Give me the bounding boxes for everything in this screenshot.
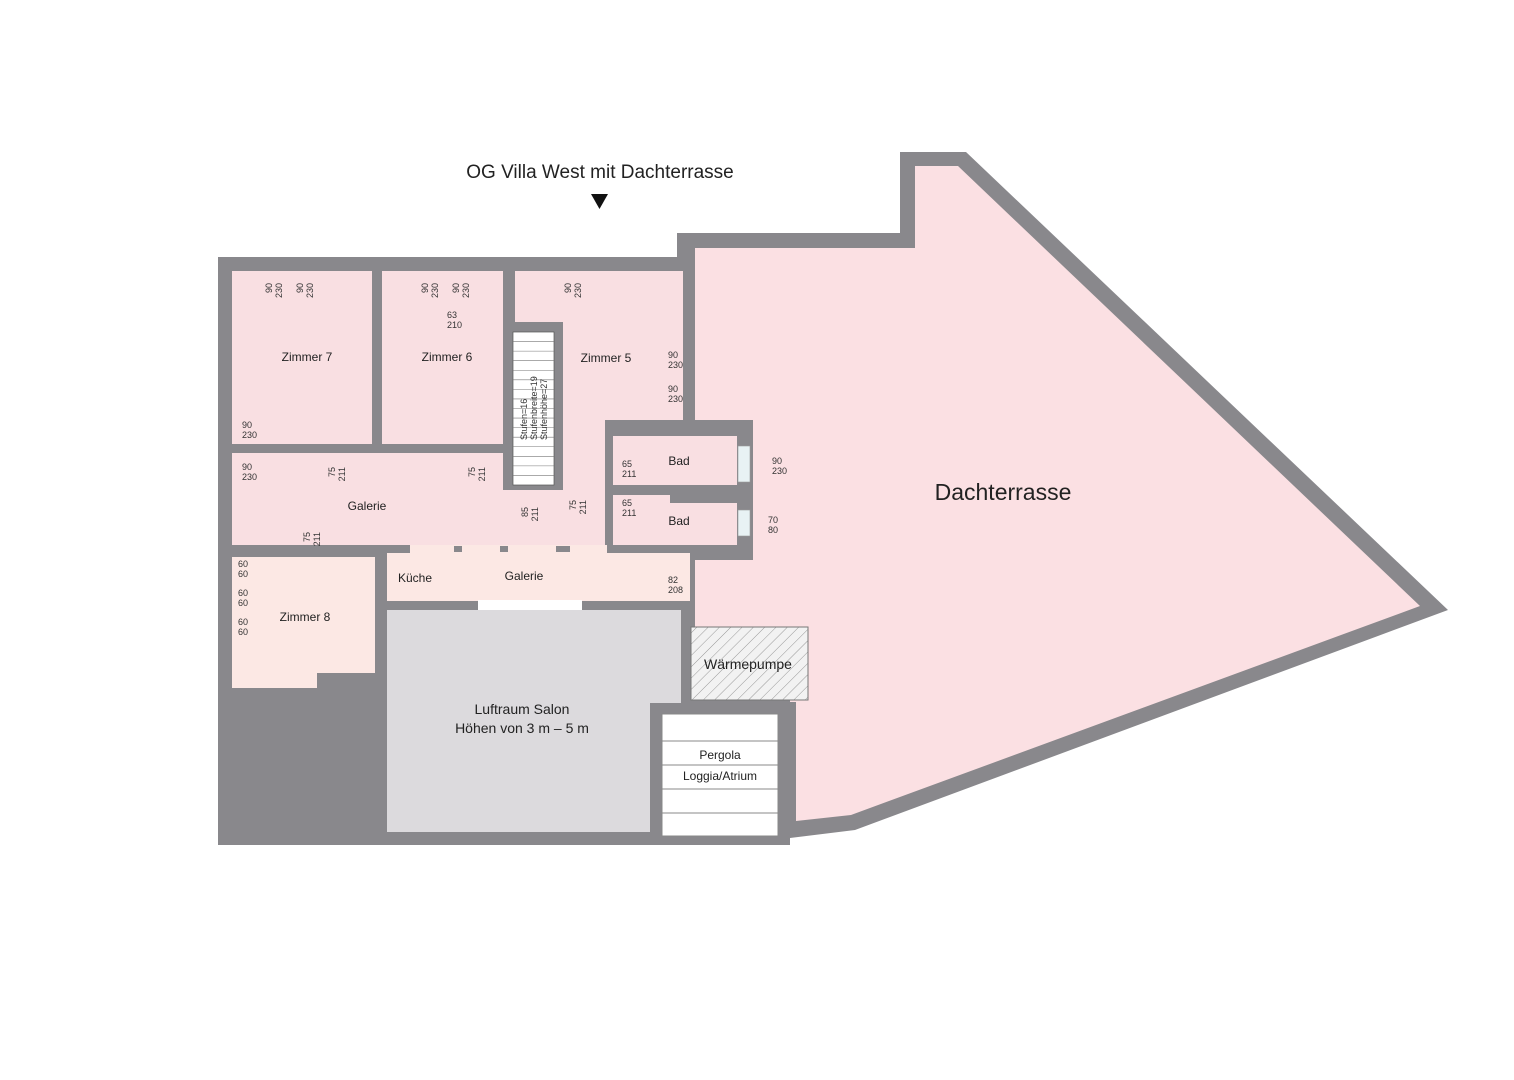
void-salon bbox=[387, 610, 681, 832]
window bbox=[737, 509, 751, 537]
galerie-opening bbox=[410, 545, 607, 555]
room-zimmer-7 bbox=[232, 271, 372, 444]
label-zimmer-7: Zimmer 7 bbox=[282, 350, 333, 364]
label-kueche: Küche bbox=[398, 571, 432, 585]
label-bad-1: Bad bbox=[668, 454, 689, 468]
opening-dimension: 85211 bbox=[520, 507, 540, 521]
label-void-2: Höhen von 3 m – 5 m bbox=[455, 720, 589, 736]
room-zimmer-5-and-galerie bbox=[232, 271, 683, 545]
label-zimmer-6: Zimmer 6 bbox=[422, 350, 473, 364]
pergola-area bbox=[661, 713, 779, 837]
plan-title: OG Villa West mit Dachterrasse bbox=[466, 162, 733, 183]
room-bad-2 bbox=[613, 495, 737, 545]
terrace-area bbox=[695, 166, 1420, 821]
opening-dimension: 75211 bbox=[302, 532, 322, 546]
opening-dimension: 90230 bbox=[264, 283, 284, 298]
label-galerie-lower: Galerie bbox=[505, 569, 544, 583]
room-bad-1 bbox=[613, 436, 737, 485]
opening-dimension: 75211 bbox=[467, 467, 487, 481]
north-arrow-icon bbox=[591, 194, 608, 209]
window bbox=[737, 445, 751, 483]
opening-dimension: 75211 bbox=[327, 467, 347, 481]
label-zimmer-8: Zimmer 8 bbox=[280, 610, 331, 624]
pergola-label: Pergola bbox=[699, 748, 741, 762]
stairs-steps: Stufen=16 bbox=[519, 399, 529, 440]
label-void-1: Luftraum Salon bbox=[475, 701, 570, 717]
room-galerie-kueche bbox=[387, 553, 690, 601]
opening-dimension: 90230 bbox=[563, 283, 583, 298]
label-zimmer-5: Zimmer 5 bbox=[581, 351, 632, 365]
column bbox=[454, 546, 462, 552]
opening-dimension: 90230 bbox=[451, 283, 471, 298]
staircase bbox=[512, 331, 555, 486]
column bbox=[500, 546, 508, 552]
loggia-label: Loggia/Atrium bbox=[683, 769, 757, 783]
room-zimmer-8 bbox=[232, 557, 375, 688]
railing bbox=[478, 600, 582, 610]
room-zimmer-6 bbox=[382, 271, 503, 444]
opening-dimension: 75211 bbox=[568, 500, 588, 514]
heat-pump-label: Wärmepumpe bbox=[704, 656, 792, 672]
opening-dimension: 90230 bbox=[295, 283, 315, 298]
opening-dimension: 90230 bbox=[420, 283, 440, 298]
terrace-label: Dachterrasse bbox=[935, 479, 1072, 505]
stairs-width: Stufenbreite=19 bbox=[529, 376, 539, 440]
label-bad-2: Bad bbox=[668, 514, 689, 528]
label-galerie-upper: Galerie bbox=[348, 499, 387, 513]
column bbox=[556, 546, 570, 552]
stairs-height: Stufenhöhe=27 bbox=[539, 379, 549, 440]
heat-pump-area bbox=[690, 626, 809, 701]
